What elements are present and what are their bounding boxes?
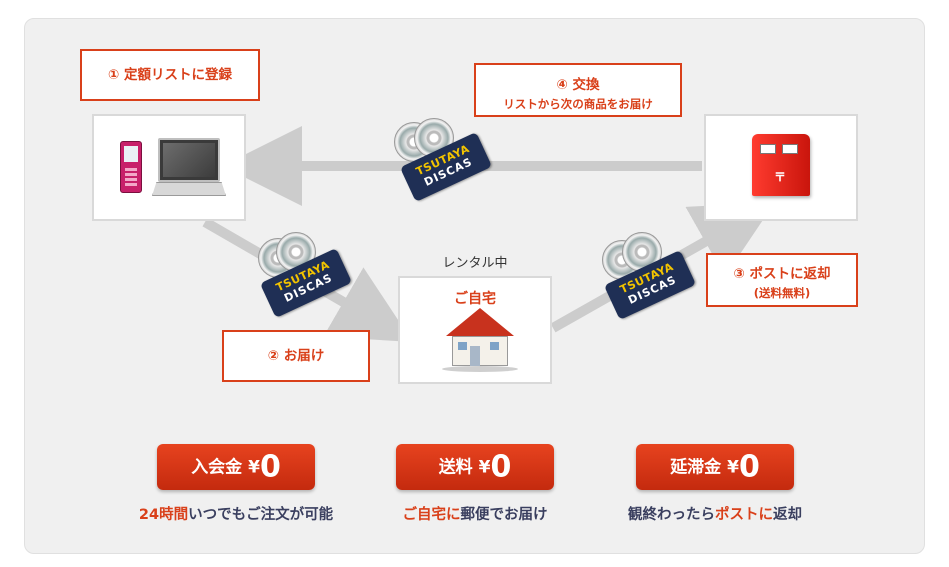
callout-return-title: ③ ポストに返却 (733, 266, 831, 282)
disc-card-return: TSUTAYA DISCAS (600, 232, 700, 320)
fee-value: 0 (738, 449, 760, 485)
laptop-icon (158, 138, 220, 182)
home-node: ご自宅 (398, 276, 552, 384)
laptop-keyboard-icon (152, 182, 226, 196)
callout-return-sub: (送料無料) (753, 286, 811, 300)
caption-text: 郵便でお届け (460, 507, 548, 523)
fee-value: 0 (259, 449, 281, 485)
callout-return: ③ ポストに返却 (送料無料) (706, 253, 858, 307)
caption-text: 返却 (773, 507, 802, 523)
caption-mail-delivery: ご自宅に郵便でお届け (345, 503, 605, 524)
caption-order-anytime: 24時間いつでもご注文が可能 (106, 503, 366, 524)
caption-highlight: ポストに (715, 507, 773, 523)
fee-badge-shipping: 送料 ¥0 (396, 444, 554, 490)
postbox-icon: 〒 (752, 134, 810, 196)
postbox-node: 〒 (704, 114, 858, 221)
dvd-disc-icon (622, 232, 662, 272)
caption-text: いつでもご注文が可能 (188, 507, 334, 523)
disc-card-exchange: TSUTAYA DISCAS (390, 118, 493, 202)
callout-exchange-title: ④ 交換 (556, 77, 600, 93)
fee-value: 0 (490, 449, 512, 485)
fee-label: 送料 ¥ (438, 457, 491, 478)
caption-return-to-post: 観終わったらポストに返却 (585, 503, 845, 524)
callout-exchange-sub: リストから次の商品をお届け (503, 97, 653, 111)
mobile-phone-icon (120, 141, 142, 193)
caption-highlight: 24時間 (138, 507, 189, 523)
disc-card-deliver: TSUTAYA DISCAS (254, 232, 354, 318)
home-title: ご自宅 (454, 291, 496, 307)
devices-node (92, 114, 246, 221)
callout-register-label: ① 定額リストに登録 (107, 67, 233, 83)
callout-exchange: ④ 交換 リストから次の商品をお届け (474, 63, 682, 117)
fee-badge-membership: 入会金 ¥0 (157, 444, 315, 490)
caption-highlight: ご自宅に (402, 507, 461, 523)
rental-status-label: レンタル中 (442, 256, 508, 271)
house-icon (442, 308, 518, 372)
fee-label: 延滞金 ¥ (670, 457, 739, 478)
fee-label: 入会金 ¥ (191, 457, 260, 478)
callout-deliver: ② お届け (222, 330, 370, 382)
callout-register: ① 定額リストに登録 (80, 49, 260, 101)
caption-text: 観終わったら (628, 507, 715, 523)
callout-deliver-label: ② お届け (267, 348, 325, 364)
postal-mark: 〒 (774, 170, 787, 184)
fee-badge-late: 延滞金 ¥0 (636, 444, 794, 490)
